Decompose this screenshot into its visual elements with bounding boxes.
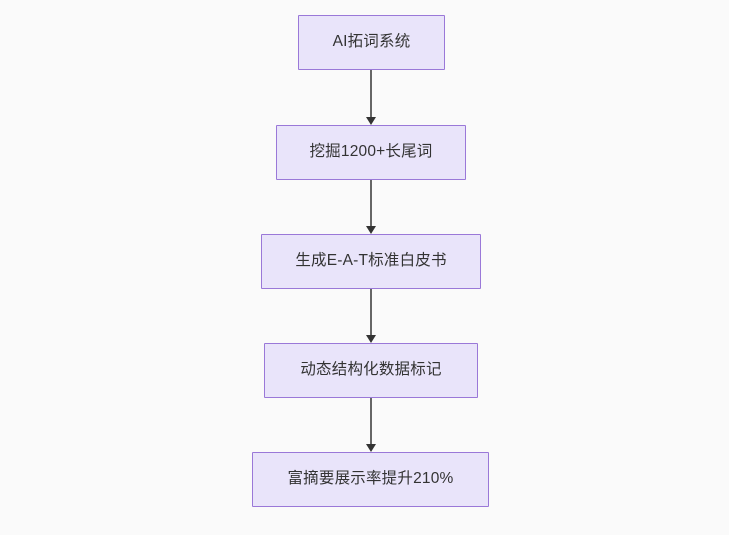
flow-edge-3-to-4: [370, 289, 372, 335]
flow-node-label: 动态结构化数据标记: [300, 361, 442, 379]
flow-arrowhead-4-to-5: [365, 444, 376, 452]
flow-node-label: 富摘要展示率提升210%: [287, 470, 454, 488]
flow-arrowhead-1-to-2: [365, 117, 376, 125]
flow-node-ai-keyword-system[interactable]: AI拓词系统: [298, 15, 445, 70]
flow-node-label: 生成E-A-T标准白皮书: [295, 252, 447, 270]
flow-arrowhead-3-to-4: [365, 335, 376, 343]
flow-node-mine-longtail-keywords[interactable]: 挖掘1200+长尾词: [276, 125, 466, 180]
flow-edge-1-to-2: [370, 70, 372, 117]
flow-edge-4-to-5: [370, 398, 372, 444]
flow-node-generate-eat-whitepaper[interactable]: 生成E-A-T标准白皮书: [261, 234, 481, 289]
flow-edge-2-to-3: [370, 180, 372, 226]
flow-node-rich-snippet-impression-lift[interactable]: 富摘要展示率提升210%: [252, 452, 489, 507]
flow-node-label: 挖掘1200+长尾词: [309, 143, 433, 161]
flow-node-dynamic-structured-data-markup[interactable]: 动态结构化数据标记: [264, 343, 478, 398]
flow-node-label: AI拓词系统: [332, 33, 411, 51]
flow-arrowhead-2-to-3: [365, 226, 376, 234]
